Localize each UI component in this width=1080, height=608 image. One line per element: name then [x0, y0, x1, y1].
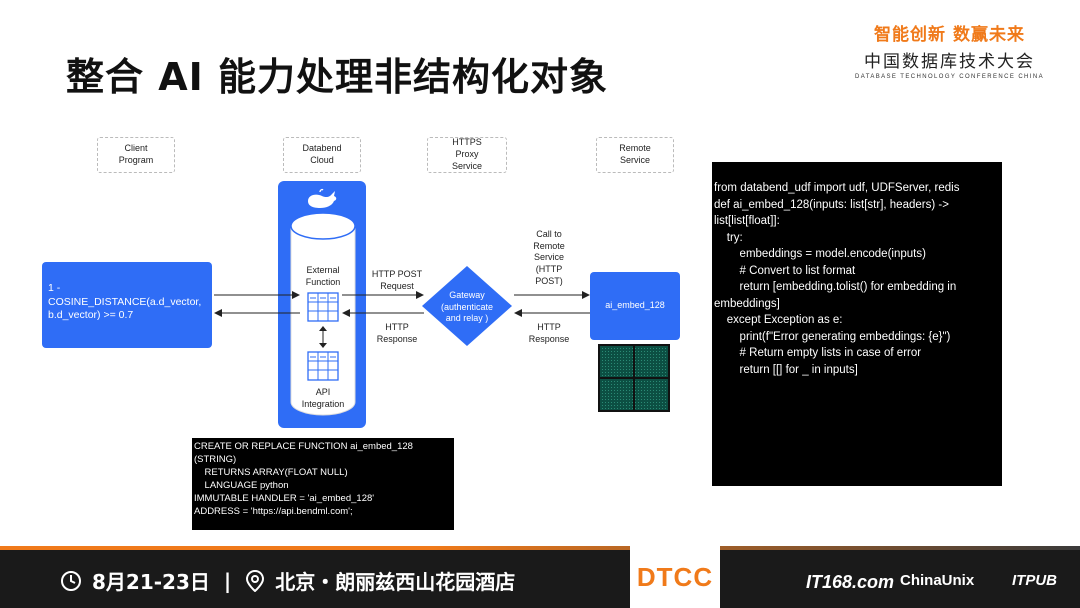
code-line: return [[] for _ in inputs]: [714, 363, 858, 376]
code-line: embeddings = model.encode(inputs): [714, 248, 926, 260]
brand-name-cn: 中国数据库技术大会: [864, 52, 1035, 72]
code-line: list[list[float]]:: [714, 215, 780, 227]
label-client-program: Client Program: [97, 137, 175, 173]
code-line: # Convert to list format: [714, 264, 856, 277]
label-databend-cloud: Databend Cloud: [283, 137, 361, 173]
whale-icon: [308, 188, 337, 208]
ai-embed-box: ai_embed_128: [590, 272, 680, 340]
location-icon: [246, 569, 265, 592]
code-line: CREATE OR REPLACE FUNCTION ai_embed_128: [194, 441, 413, 452]
databend-gateway-arrows: [342, 291, 424, 317]
code-line: IMMUTABLE HANDLER = 'ai_embed_128': [194, 493, 375, 504]
code-line: embeddings]: [714, 297, 780, 310]
sql-code-block: CREATE OR REPLACE FUNCTION ai_embed_128 …: [192, 438, 454, 530]
code-line: RETURNS ARRAY(FLOAT NULL): [194, 467, 348, 478]
table-icon: [307, 351, 339, 381]
code-line: def ai_embed_128(inputs: list[str], head…: [714, 198, 949, 211]
api-integration-label: API Integration: [301, 387, 345, 409]
dtcc-logo: DTCC: [630, 546, 720, 608]
gateway-diamond: [422, 266, 512, 346]
partner-logo-itpub: ITPUB: [1012, 572, 1057, 589]
page-title: 整合 AI 能力处理非结构化对象: [66, 55, 609, 99]
footer-bar: 8月21-23日 | 北京・朗丽兹西山花园酒店: [0, 546, 1080, 608]
code-line: return [embedding.tolist() for embedding…: [714, 281, 957, 293]
python-code-block: from databend_udf import udf, UDFServer,…: [712, 162, 1002, 486]
http-response-right-label: HTTP Response: [528, 322, 570, 344]
event-date: 8月21-23日: [92, 570, 210, 594]
event-venue: 北京・朗丽兹西山花园酒店: [275, 570, 516, 594]
footer-separator: |: [223, 568, 232, 593]
code-line: ADDRESS = 'https://api.bendml.com';: [194, 506, 353, 517]
gateway-remote-arrows: [514, 291, 590, 317]
http-post-request-label: HTTP POST Request: [371, 269, 423, 291]
label-remote-service: Remote Service: [596, 137, 674, 173]
dtcc-logo-text: DTCC: [636, 561, 714, 592]
code-line: (STRING): [194, 454, 237, 465]
brand-name-en: DATABASE TECHNOLOGY CONFERENCE CHINA: [855, 74, 1044, 80]
code-line: from databend_udf import udf, UDFServer,…: [714, 182, 960, 194]
conference-brand: 智能创新 数赢未来 中国数据库技术大会 DATABASE TECHNOLOGY …: [855, 20, 1044, 80]
bidirectional-arrow-icon: [319, 326, 327, 348]
event-info: 8月21-23日 | 北京・朗丽兹西山花园酒店: [60, 566, 515, 595]
client-query-box: 1 - COSINE_DISTANCE(a.d_vector, b.d_vect…: [42, 262, 212, 348]
client-databend-arrows: [214, 291, 300, 317]
gpu-chip-icon: [598, 344, 670, 412]
code-line: LANGUAGE python: [194, 480, 289, 491]
code-line: except Exception as e:: [714, 314, 843, 326]
partner-logo-it168: IT168.com: [806, 572, 895, 592]
footer-stripe: [0, 546, 1080, 550]
table-icon: [307, 292, 339, 322]
http-response-left-label: HTTP Response: [376, 322, 418, 344]
code-line: try:: [714, 231, 743, 244]
brand-slogan: 智能创新 数赢未来: [874, 25, 1025, 45]
gateway-label: Gateway (authenticate and relay ): [440, 290, 494, 324]
label-https-proxy: HTTPS Proxy Service: [427, 137, 507, 173]
external-function-label: External Function: [305, 265, 341, 287]
clock-icon: [61, 570, 81, 591]
code-line: print(f"Error generating embeddings: {e}…: [714, 330, 951, 343]
call-remote-label: Call to Remote Service (HTTP POST): [533, 229, 565, 286]
partner-logo-chinaunix: ChinaUnix: [900, 572, 975, 589]
code-line: # Return empty lists in case of error: [714, 347, 922, 359]
